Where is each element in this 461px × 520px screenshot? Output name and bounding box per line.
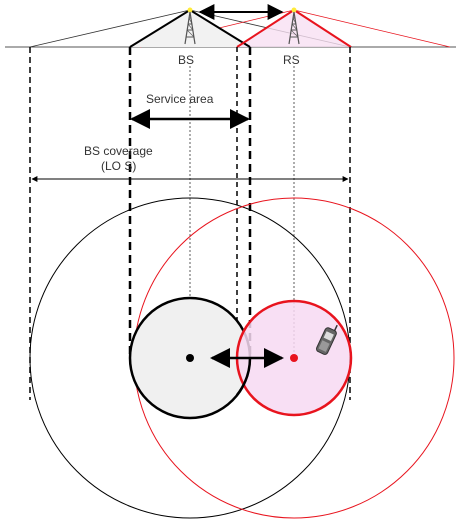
- mobile-phone-icon: [315, 324, 338, 355]
- bs-label: BS: [178, 53, 194, 67]
- bs-service-beam: [130, 10, 250, 47]
- rs-coverage-ray-right: [293, 9, 451, 48]
- rs-label: RS: [283, 53, 300, 67]
- rs-service-beam: [237, 10, 351, 47]
- bs-coverage-label: BS coverage: [84, 144, 153, 158]
- tower-icon: [184, 7, 196, 45]
- tower-icon: [288, 7, 300, 45]
- rs-center-dot: [290, 354, 298, 362]
- bs-coverage-sublabel: (LO S): [101, 159, 136, 173]
- bs-center-dot: [186, 354, 194, 362]
- bs-coverage-ray-left: [29, 9, 191, 48]
- service-area-label: Service area: [146, 92, 214, 106]
